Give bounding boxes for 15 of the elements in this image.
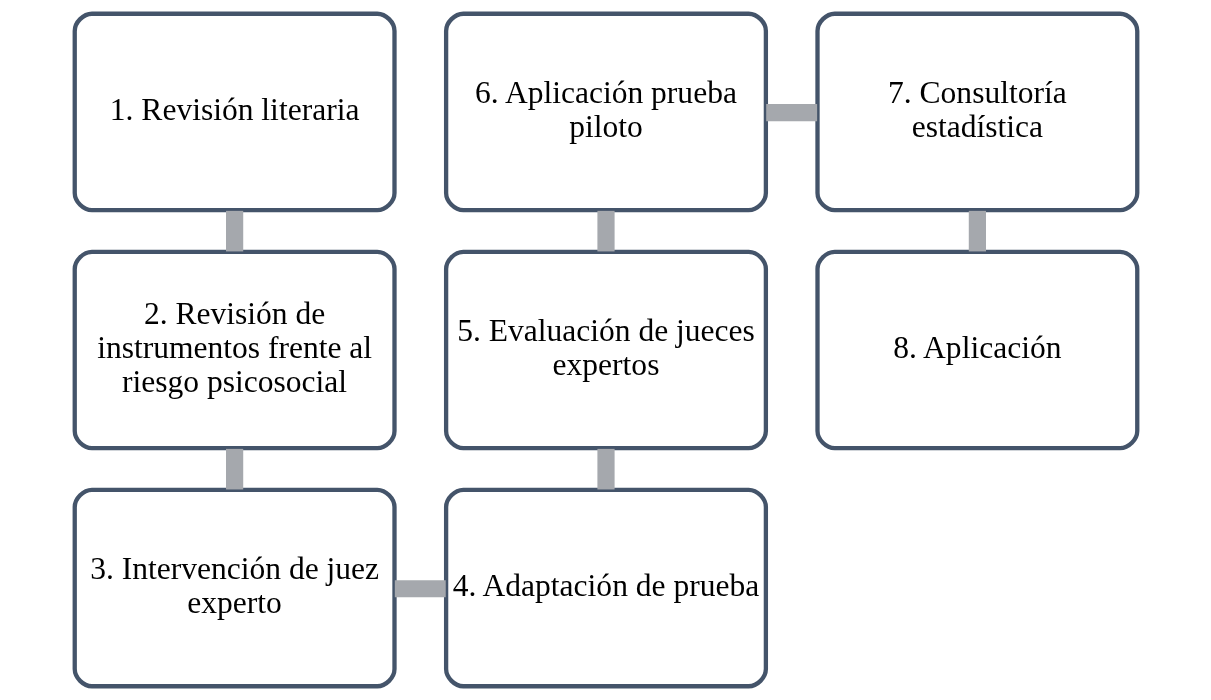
- node-box: 2. Revisión de instrumentos frente al riesgo psicosocial: [72, 249, 397, 451]
- connector: [394, 580, 446, 598]
- connector: [765, 104, 817, 122]
- node-box: 3. Intervención de juez experto: [72, 487, 397, 689]
- connector: [225, 448, 243, 490]
- node-box: 6. Aplicación prueba piloto: [443, 11, 768, 213]
- node-box: 8. Aplicación: [814, 249, 1139, 451]
- connector: [596, 210, 615, 252]
- connector: [968, 210, 986, 252]
- node-box: 1. Revisión literaria: [72, 11, 397, 213]
- node-box: 7. Consultoría estadística: [814, 11, 1139, 213]
- node-box: 4. Adaptación de prueba: [443, 487, 768, 689]
- node-box: 5. Evaluación de jueces expertos: [443, 249, 768, 451]
- connector: [596, 448, 615, 490]
- connector: [225, 210, 243, 252]
